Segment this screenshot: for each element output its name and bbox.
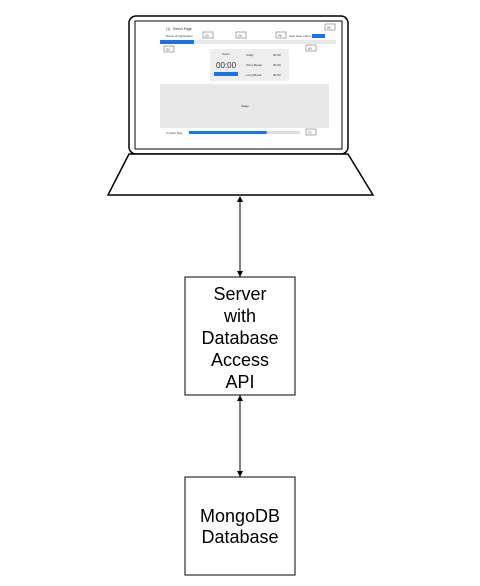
screen-title: Select Page — [173, 27, 192, 31]
main-area-label: Stage — [241, 104, 249, 108]
callout-label: (8) — [327, 26, 331, 30]
timer-value: 00:00 — [216, 61, 237, 70]
database-label-line: MongoDB — [200, 506, 280, 526]
server-label-line: Access — [211, 350, 269, 370]
database-label-line: Database — [201, 527, 278, 547]
callout-label: (3) — [238, 34, 242, 38]
server-box — [184, 276, 296, 396]
laptop-illustration: (1) Select Page (8) Name of Application … — [106, 15, 375, 196]
timer-row-value: 00:00 — [273, 73, 281, 77]
callout-label: (2) — [205, 34, 209, 38]
server-label-line: with — [223, 306, 256, 326]
app-name-label: Name of Application — [166, 34, 193, 38]
database-box — [184, 476, 296, 576]
callout-box — [305, 44, 317, 52]
callout-box — [235, 31, 247, 39]
callout-box — [202, 31, 214, 39]
server-label-line: Server — [213, 284, 266, 304]
user-label: User — [289, 34, 295, 38]
nav-active-tab — [160, 40, 194, 44]
nav-bar — [160, 40, 336, 44]
progress-side-box — [305, 128, 317, 136]
progress-fill — [189, 131, 267, 134]
server-node: Server with Database Access API — [184, 276, 296, 396]
callout-box — [275, 31, 287, 39]
timer-row-label: Short Break — [246, 63, 262, 67]
timer-row-label: Long Break — [246, 73, 262, 77]
callout-box-top-right — [324, 23, 336, 31]
wireframe-ui: (1) Select Page (8) Name of Application … — [160, 23, 336, 136]
timer-start-button — [214, 72, 238, 76]
timer-row-label: Study — [246, 53, 254, 57]
timer-row-value: 00:00 — [273, 53, 281, 57]
timer-header: Pomo — [222, 52, 230, 56]
laptop-base — [106, 153, 375, 196]
main-content-area — [160, 84, 329, 128]
callout-label: (4) — [278, 34, 282, 38]
callout-box — [163, 45, 175, 53]
timer-row-value: 00:00 — [273, 63, 281, 67]
user-name-label: User name — [296, 34, 311, 38]
server-label-line: API — [225, 372, 254, 392]
callout-label: (5) — [166, 48, 170, 52]
callout-label: (6) — [308, 47, 312, 51]
screen-title-number: (1) — [166, 27, 170, 31]
callout-label: (7) — [308, 131, 312, 135]
server-label-line: Database — [201, 328, 278, 348]
user-button — [312, 34, 325, 38]
database-node: MongoDB Database — [184, 476, 296, 576]
progress-label: Current Day — [166, 131, 183, 135]
